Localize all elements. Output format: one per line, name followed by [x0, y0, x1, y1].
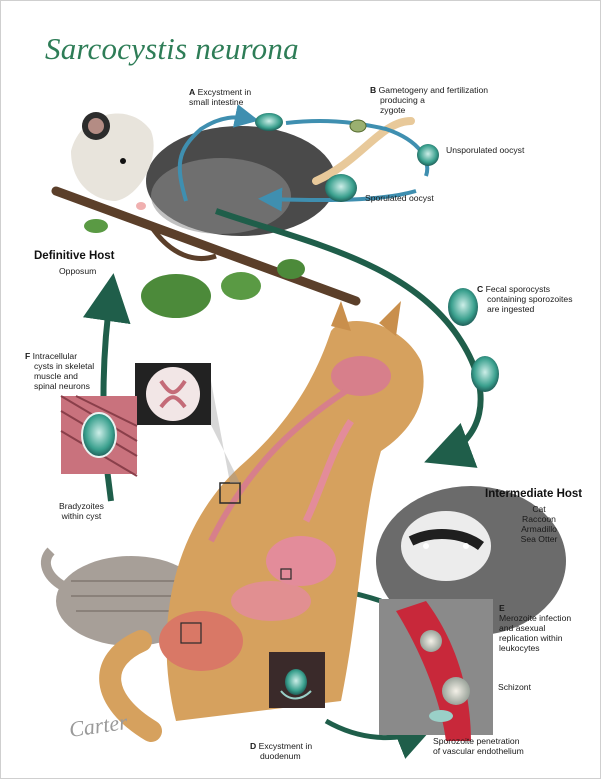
stage-e-letter: E	[499, 603, 505, 613]
stage-d-label: D Excystment in duodenum	[250, 741, 312, 761]
host-species-raccoon: Raccoon	[522, 514, 556, 524]
muscle-cyst-inset	[61, 396, 137, 476]
stage-b-line-1: Gametogeny and fertilization	[379, 85, 488, 95]
figure-title: Sarcocystis neurona	[45, 31, 299, 67]
definitive-host-heading: Definitive Host	[34, 250, 115, 262]
host-species-armadillo: Armadillo	[521, 524, 557, 534]
sporozoite-line-2: of vascular endothelium	[433, 746, 524, 756]
stage-d-line-1: Excystment in	[259, 741, 313, 751]
stage-c-line-1: Fecal sporocysts	[486, 284, 550, 294]
blood-vessel-inset	[379, 599, 493, 741]
bradyzoites-line-2: within cyst	[62, 511, 102, 521]
stage-d-letter: D	[250, 741, 256, 751]
stage-a-line-1: Excystment in	[198, 87, 252, 97]
stage-e-line-2: and asexual	[499, 623, 545, 633]
schizont-label: Schizont	[498, 682, 531, 692]
stage-b-line-2: producing a	[370, 95, 425, 105]
intermediate-host-species: Cat Raccoon Armadillo Sea Otter	[511, 504, 567, 544]
stage-f-letter: F	[25, 351, 30, 361]
unsporulated-oocyst-label: Unsporulated oocyst	[446, 145, 524, 155]
stage-f-line-4: spinal neurons	[25, 381, 90, 391]
stage-c-line-2: containing sporozoites	[477, 294, 573, 304]
sporozoite-penetration-label: Sporozoite penetration of vascular endot…	[433, 736, 524, 756]
duodenum-inset	[269, 652, 325, 708]
stage-b-line-3: zygote	[370, 105, 405, 115]
stage-b-label: B Gametogeny and fertilization producing…	[370, 85, 488, 115]
stage-f-line-3: muscle and	[25, 371, 78, 381]
bradyzoites-label: Bradyzoites within cyst	[59, 501, 104, 521]
stage-a-letter: A	[189, 87, 195, 97]
stage-e-line-1: Merozoite infection	[499, 613, 571, 623]
stage-c-label: C Fecal sporocysts containing sporozoite…	[477, 284, 573, 314]
host-species-cat: Cat	[532, 504, 545, 514]
bradyzoites-line-1: Bradyzoites	[59, 501, 104, 511]
stage-f-line-1: Intracellular	[33, 351, 77, 361]
stage-a-line-2: small intestine	[189, 97, 243, 107]
stage-e-label: E Merozoite infection and asexual replic…	[499, 603, 571, 653]
sporozoite-line-1: Sporozoite penetration	[433, 736, 519, 746]
stage-c-letter: C	[477, 284, 483, 294]
stage-b-letter: B	[370, 85, 376, 95]
host-species-sea-otter: Sea Otter	[521, 534, 558, 544]
stage-f-label: F Intracellular cysts in skeletal muscle…	[25, 351, 94, 391]
stage-c-line-3: are ingested	[477, 304, 534, 314]
stage-e-line-3: replication within	[499, 633, 563, 643]
stage-a-label: A Excystment in small intestine	[189, 87, 251, 107]
intermediate-host-heading: Intermediate Host	[485, 488, 582, 500]
stage-e-line-4: leukocytes	[499, 643, 540, 653]
definitive-host-species: Opposum	[59, 266, 96, 276]
sporulated-oocyst-label: Sporulated oocyst	[365, 193, 434, 203]
stage-d-line-2: duodenum	[250, 751, 301, 761]
spinal-cord-inset	[135, 363, 240, 483]
stage-f-line-2: cysts in skeletal	[25, 361, 94, 371]
